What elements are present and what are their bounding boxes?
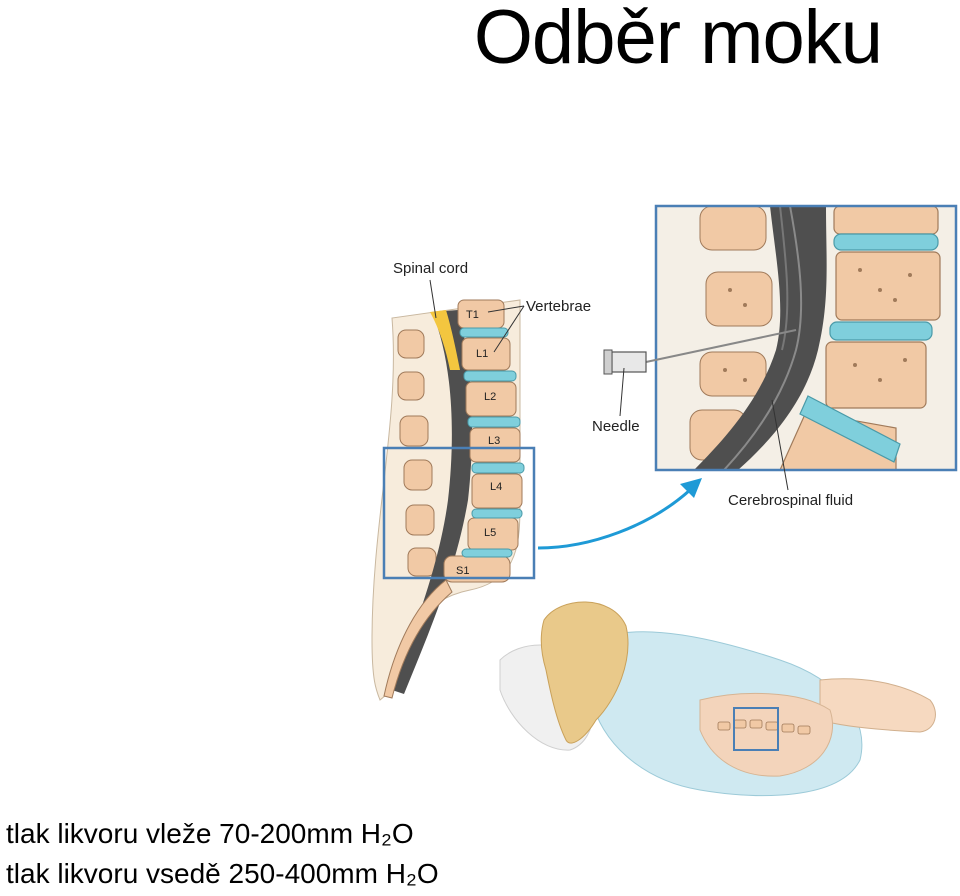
label-vertebrae: Vertebrae: [526, 298, 591, 315]
magnified-view: [654, 204, 958, 472]
label-csf: Cerebrospinal fluid: [728, 492, 853, 509]
spine-section: [371, 299, 536, 701]
pressure-sitting: tlak likvoru vsedě 250-400mm H₂O: [6, 858, 439, 889]
label-l1: L1: [476, 348, 488, 360]
slide-title: Odběr moku: [473, 0, 883, 80]
label-needle: Needle: [592, 418, 640, 435]
pressure-lying: tlak likvoru vleže 70-200mm H₂O: [6, 818, 414, 849]
label-l2: L2: [484, 391, 496, 403]
label-t1: T1: [466, 309, 479, 321]
label-l5: L5: [484, 527, 496, 539]
label-spinal-cord: Spinal cord: [393, 260, 468, 277]
zoom-arrow: [537, 478, 702, 550]
label-s1: S1: [456, 565, 469, 577]
label-l4: L4: [490, 481, 502, 493]
label-l3: L3: [488, 435, 500, 447]
patient-illustration: [499, 601, 936, 797]
needle-graphic: [603, 329, 797, 375]
